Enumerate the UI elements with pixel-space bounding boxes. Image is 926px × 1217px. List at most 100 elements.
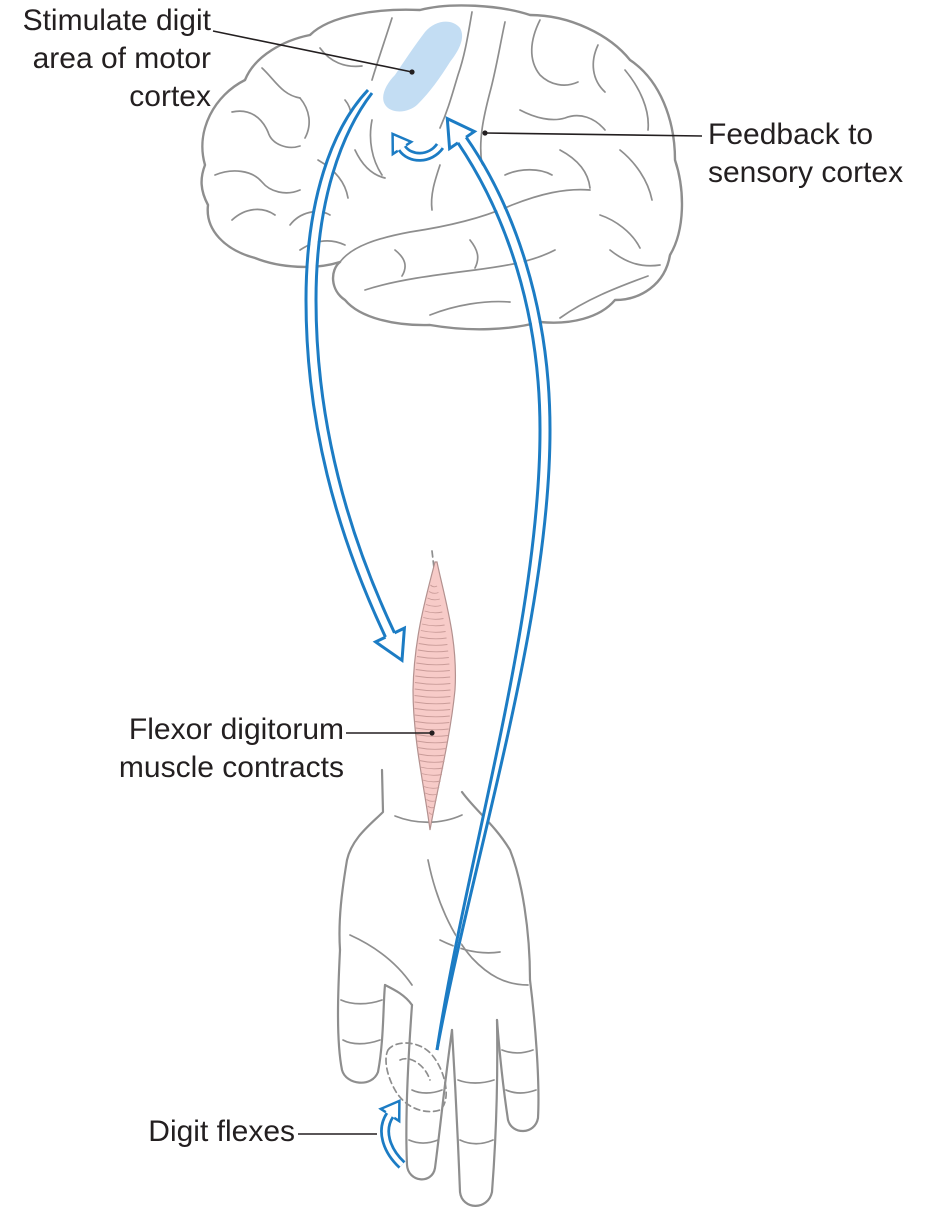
finger-crease bbox=[457, 1079, 495, 1084]
muscle-striation bbox=[415, 669, 450, 672]
label-line: area of motor bbox=[32, 42, 211, 75]
hand-right-edge bbox=[460, 790, 532, 982]
brain-sulcus bbox=[429, 300, 511, 316]
arrow-edge bbox=[314, 92, 396, 634]
muscle-striation bbox=[419, 636, 447, 640]
index-finger-base bbox=[383, 983, 414, 1007]
muscle-striation bbox=[430, 584, 438, 588]
muscle-striation bbox=[415, 727, 449, 731]
muscle-belly bbox=[412, 561, 457, 831]
label-line: cortex bbox=[129, 80, 211, 113]
finger-crease bbox=[505, 1089, 537, 1094]
muscle-striation bbox=[415, 721, 450, 724]
leader-dot-feedback bbox=[482, 130, 488, 136]
muscle-striation bbox=[427, 597, 440, 601]
central-sulcus bbox=[439, 11, 473, 129]
brain-sulcus bbox=[430, 164, 441, 211]
arrow-core bbox=[382, 1113, 404, 1167]
brain-outline bbox=[200, 4, 684, 331]
arrow-edge bbox=[304, 88, 387, 638]
muscle-striation bbox=[417, 747, 447, 750]
arrow-edge bbox=[435, 141, 542, 1051]
muscle-striation bbox=[414, 714, 450, 718]
arrow-core bbox=[433, 138, 549, 1051]
finger-crease bbox=[408, 1139, 439, 1144]
brain-sulcus bbox=[599, 214, 641, 249]
muscle-striation bbox=[418, 753, 446, 757]
arrow-head bbox=[372, 625, 407, 664]
brain-sulcus bbox=[231, 110, 301, 149]
label-line: sensory cortex bbox=[708, 156, 904, 189]
finger-crease bbox=[411, 1089, 443, 1094]
palm-crease bbox=[439, 939, 501, 954]
temporal-sulcus bbox=[364, 249, 556, 291]
muscle-striation bbox=[420, 630, 446, 633]
brain-gyri bbox=[214, 11, 661, 319]
brain bbox=[200, 4, 684, 331]
brain-sulcus bbox=[519, 109, 606, 131]
muscle-striation bbox=[422, 779, 441, 783]
muscle-striation bbox=[424, 792, 438, 796]
finger-crease bbox=[342, 1039, 381, 1045]
label-line: Flexor digitorum bbox=[128, 713, 344, 746]
muscle-striation bbox=[414, 701, 451, 705]
finger-crease bbox=[459, 1139, 494, 1145]
muscle-striation bbox=[427, 805, 436, 809]
arrow-edge bbox=[435, 136, 552, 1051]
label-line: muscle contracts bbox=[118, 751, 344, 784]
label-flexor-muscle: Flexor digitorum muscle contracts bbox=[0, 711, 344, 787]
label-feedback-sensory-cortex: Feedback to sensory cortex bbox=[708, 116, 903, 192]
flexed-index-finger bbox=[385, 1042, 447, 1113]
muscle-striation bbox=[415, 675, 451, 679]
muscle-striation bbox=[421, 623, 445, 627]
thumb bbox=[336, 948, 387, 1084]
muscle-striation bbox=[417, 649, 449, 653]
brain-sulcus bbox=[299, 97, 310, 139]
leader-dot-motor-cortex bbox=[409, 69, 415, 75]
muscle-striation bbox=[416, 740, 448, 744]
postcentral-sulcus bbox=[479, 21, 506, 166]
descending-motor-arrow bbox=[304, 88, 407, 664]
label-digit-flexes: Digit flexes bbox=[0, 1113, 295, 1151]
muscle-striation bbox=[414, 688, 451, 692]
muscle-striation bbox=[416, 656, 449, 659]
muscle-striation bbox=[415, 734, 449, 737]
brain-sulcus bbox=[559, 149, 591, 189]
forearm-and-hand bbox=[336, 768, 540, 1207]
ring-finger bbox=[450, 1018, 499, 1207]
label-line: Digit flexes bbox=[148, 1115, 295, 1148]
label-motor-cortex: Stimulate digit area of motor cortex bbox=[0, 2, 211, 116]
arrow-core bbox=[307, 88, 394, 637]
brain-sulcus bbox=[592, 44, 606, 93]
leader-dot-muscle bbox=[429, 730, 435, 736]
brain-sulcus bbox=[299, 240, 346, 251]
muscle-striation bbox=[414, 695, 451, 698]
finger-crease bbox=[501, 1049, 534, 1054]
muscle-striation bbox=[414, 708, 451, 711]
lateral-fissure bbox=[339, 188, 591, 263]
label-line: Feedback to bbox=[708, 118, 874, 151]
brain-sulcus bbox=[354, 149, 386, 179]
brain-sulcus bbox=[504, 168, 553, 176]
muscle-striations bbox=[414, 584, 451, 815]
hand-left-edge bbox=[338, 768, 385, 952]
muscle-striation bbox=[421, 773, 443, 776]
arrow-head bbox=[378, 1098, 401, 1124]
ascending-feedback-arrow bbox=[433, 116, 552, 1051]
brain-sulcus bbox=[319, 47, 363, 68]
precentral-sulcus bbox=[371, 17, 393, 81]
muscle-striation bbox=[418, 643, 448, 646]
brain-sulcus bbox=[469, 239, 479, 269]
muscle-striation bbox=[414, 682, 451, 685]
muscle-striation bbox=[425, 604, 442, 607]
muscle-striation bbox=[428, 812, 434, 815]
flexor-digitorum-muscle bbox=[412, 550, 457, 831]
brain-sulcus bbox=[394, 249, 406, 277]
little-finger bbox=[495, 978, 540, 1133]
muscle-striation bbox=[416, 662, 450, 666]
brain-sulcus bbox=[624, 69, 650, 131]
brain-sulcus bbox=[261, 67, 301, 99]
muscle-striation bbox=[428, 591, 439, 594]
